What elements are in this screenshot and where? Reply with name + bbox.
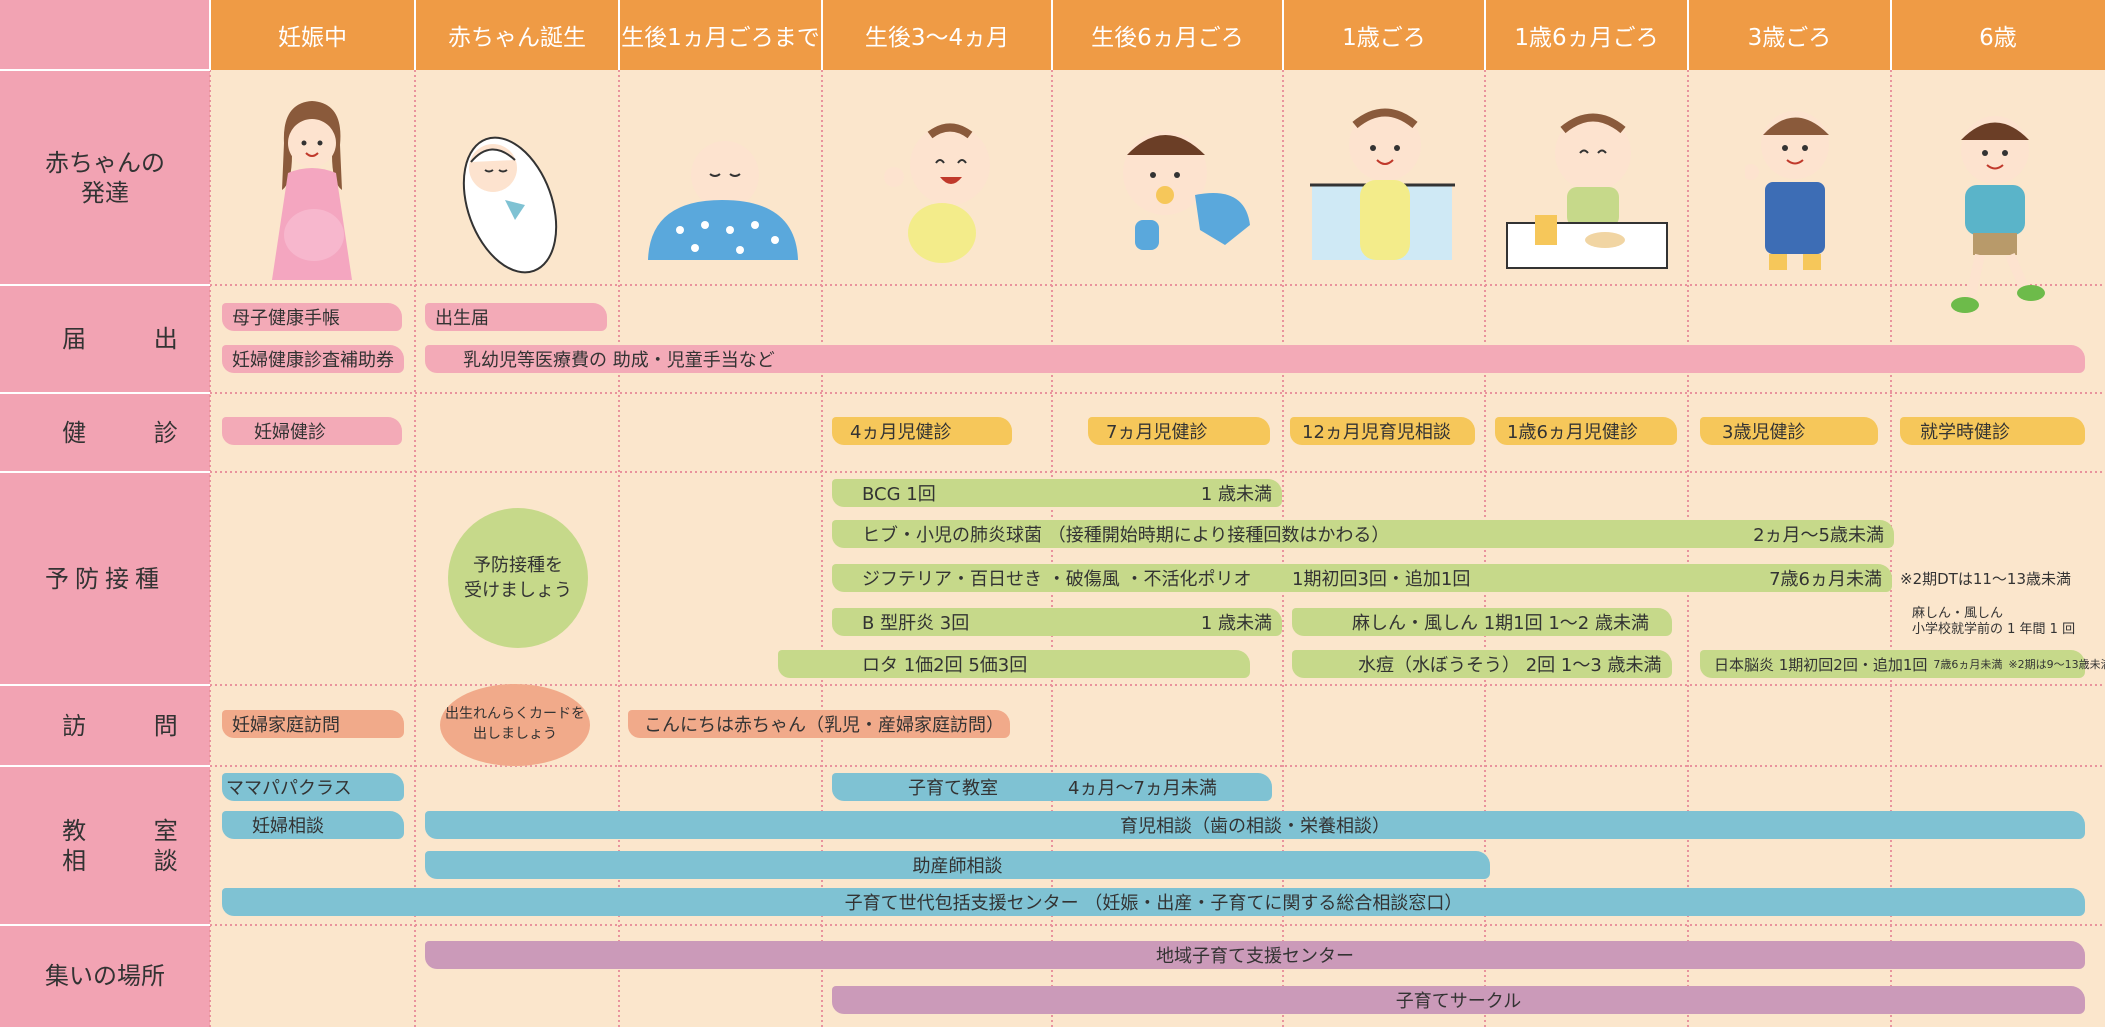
vaccine-je-name: 日本脳炎 1期初回2回・追加1回: [1714, 655, 1928, 674]
vaccine-bcg-limit: 1 歳未満: [1200, 484, 1272, 505]
row-label-vaccination: 予防接種: [45, 564, 165, 593]
class-parenting-name: 子育て教室: [908, 778, 998, 799]
class-parenting: 子育て教室 4ヵ月～7ヵ月未満: [832, 773, 1272, 801]
vaccine-je-limit: 7歳6ヵ月未満: [1933, 658, 2003, 671]
checkup-18-months: 1歳6ヵ月児健診: [1495, 417, 1677, 445]
stage-header-birth: 赤ちゃん誕生: [448, 25, 586, 51]
stage-header-18-months: 1歳6ヵ月ごろ: [1514, 25, 1659, 51]
vaccine-hepb-name: B 型肝炎 3回: [862, 613, 970, 634]
vaccination-reminder-badge: 予防接種を 受けましょう: [448, 508, 588, 648]
vaccine-dpt-schedule: 1期初回3回・追加1回: [1292, 569, 1471, 590]
vaccine-hib-limit: 2ヵ月～5歳未満: [1753, 525, 1884, 546]
stage-header-1-month: 生後1ヵ月ごろまで: [621, 25, 820, 51]
vaccine-dpt-limit: 7歳6ヵ月未満: [1769, 569, 1882, 590]
vaccine-bcg: BCG 1回 1 歳未満: [832, 479, 1282, 507]
consult-pregnancy: 妊婦相談: [222, 811, 404, 839]
row-label-visit: 訪 問: [62, 711, 208, 740]
row-label-development: 赤ちゃんの 発達: [45, 148, 165, 207]
stage-header-6-years: 6歳: [1979, 25, 2017, 51]
running-child-icon: [1951, 116, 2045, 313]
standing-baby-icon: [1310, 108, 1455, 260]
checkup-7-months: 7ヵ月児健診: [1088, 417, 1270, 445]
class-parenting-age: 4ヵ月～7ヵ月未満: [1068, 778, 1217, 799]
stage-header-3-4-months: 生後3～4ヵ月: [864, 25, 1010, 51]
notice-birth-registration: 出生届: [425, 303, 607, 331]
checkup-school-entry: 就学時健診: [1900, 417, 2085, 445]
label-column: [0, 0, 210, 1027]
vaccine-bcg-name: BCG 1回: [862, 484, 936, 505]
row-label-gathering: 集いの場所: [45, 962, 165, 990]
crawling-baby-icon: [1123, 131, 1250, 250]
vaccine-hib-name: ヒブ・小児の肺炎球菌 （接種開始時期により接種回数はかわる）: [862, 525, 1390, 546]
notice-boshi-techo: 母子健康手帳: [222, 303, 402, 331]
toddler-waving-icon: [1745, 111, 1829, 270]
class-mama-papa: ママパパクラス: [222, 773, 404, 801]
vaccine-varicella: 水痘（水ぼうそう） 2回 1～3 歳未満: [1292, 650, 1672, 678]
visit-pregnancy-home: 妊婦家庭訪問: [222, 710, 404, 738]
consult-support-center: 子育て世代包括支援センター （妊娠・出産・子育てに関する総合相談窓口）: [222, 888, 2085, 916]
stage-header-6-months: 生後6ヵ月ごろ: [1091, 25, 1244, 51]
vaccine-hib-pneumococcal: ヒブ・小児の肺炎球菌 （接種開始時期により接種回数はかわる） 2ヵ月～5歳未満: [832, 520, 1894, 548]
consult-midwife: 助産師相談: [425, 851, 1490, 879]
stage-header-pregnancy: 妊娠中: [278, 25, 347, 51]
vaccine-dpt-ipv: ジフテリア・百日せき ・破傷風 ・不活化ポリオ 1期初回3回・追加1回 7歳6ヵ…: [832, 564, 1892, 592]
gathering-parenting-circle: 子育てサークル: [832, 986, 2085, 1014]
row-label-checkup: 健 診: [62, 418, 208, 447]
vaccine-je-note: ※2期は9～13歳未満: [2008, 658, 2105, 671]
row-label-classes: 教 室 相 談: [62, 816, 208, 875]
vaccine-japanese-encephalitis: 日本脳炎 1期初回2回・追加1回 7歳6ヵ月未満 ※2期は9～13歳未満: [1700, 650, 2105, 678]
vaccine-dpt-note: ※2期DTは11～13歳未満: [1900, 570, 2071, 588]
notice-ninpu-kenshin-ticket: 妊婦健康診査補助券: [222, 345, 404, 373]
vaccine-hepb-limit: 1 歳未満: [1200, 613, 1272, 634]
visit-birth-card-badge: 出生れんらくカードを 出しましょう: [440, 684, 590, 766]
vaccine-measles-rubella: 麻しん・風しん 1期1回 1～2 歳未満: [1292, 608, 1672, 636]
vaccine-mr-phase2-note: 麻しん・風しん 小学校就学前の 1 年間 1 回: [1912, 606, 2076, 637]
row-label-notification: 届 出: [62, 325, 208, 353]
checkup-3-years: 3歳児健診: [1700, 417, 1878, 445]
vaccine-rotavirus: ロタ 1価2回 5価3回: [778, 650, 1250, 678]
laughing-baby-icon: [884, 123, 990, 263]
vaccine-hepatitis-b: B 型肝炎 3回 1 歳未満: [832, 608, 1282, 636]
checkup-pregnancy: 妊婦健診: [222, 417, 402, 445]
vaccine-dpt-name: ジフテリア・百日せき ・破傷風 ・不活化ポリオ: [862, 569, 1252, 590]
visit-hello-baby: こんにちは赤ちゃん（乳児・産婦家庭訪問）: [628, 710, 1010, 738]
checkup-4-months: 4ヵ月児健診: [832, 417, 1012, 445]
gathering-regional-center: 地域子育て支援センター: [425, 941, 2085, 969]
stage-header-1-year: 1歳ごろ: [1342, 25, 1426, 51]
baby-eating-icon: [1506, 113, 1668, 269]
consult-childcare: 育児相談（歯の相談・栄養相談）: [425, 811, 2085, 839]
grid-lines: [0, 70, 2105, 1027]
checkup-12-months-consult: 12ヵ月児育児相談: [1290, 417, 1475, 445]
sleeping-baby-icon: [648, 141, 798, 260]
stage-header-3-years: 3歳ごろ: [1747, 25, 1832, 51]
pregnant-woman-icon: [272, 101, 352, 280]
swaddled-newborn-icon: [462, 136, 558, 274]
notice-medical-subsidy: 乳幼児等医療費の 助成・児童手当など: [425, 345, 2085, 373]
